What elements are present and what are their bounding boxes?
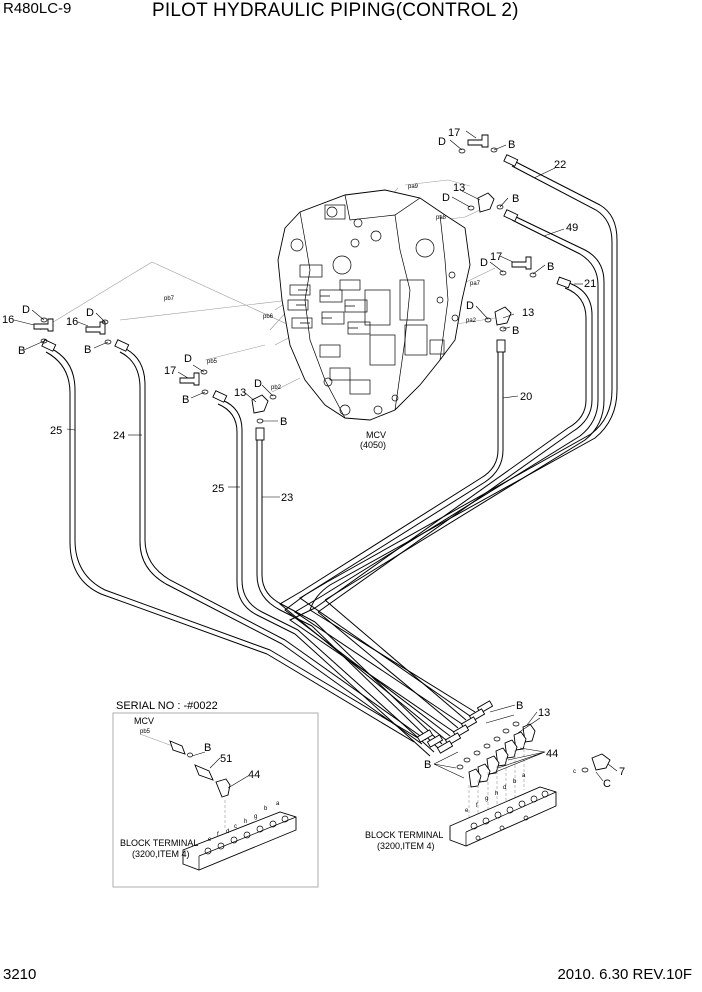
port-letter-c: c bbox=[573, 769, 576, 775]
block-terminal-item: (3200,ITEM 4) bbox=[377, 841, 435, 851]
callout-23: 23 bbox=[281, 492, 293, 504]
port-label-pa8: pa8 bbox=[436, 215, 447, 221]
drop-lines bbox=[468, 744, 525, 830]
block-terminal-label: BLOCK TERMINAL bbox=[365, 830, 443, 840]
callout-13-top: 13 bbox=[453, 182, 465, 194]
letter-b-16-mid: B bbox=[84, 344, 91, 356]
port-label-pb5: pb5 bbox=[207, 359, 218, 365]
port-letter-b: b bbox=[513, 779, 517, 785]
callout-44-bottom: 44 bbox=[546, 748, 558, 760]
upper-hose-ends bbox=[41, 154, 572, 441]
letter-b-16-left: B bbox=[18, 345, 25, 357]
letter-b-13-left: B bbox=[280, 416, 287, 428]
inset-port-g: g bbox=[254, 814, 257, 820]
letter-c-7: C bbox=[603, 778, 611, 790]
callout-22: 22 bbox=[554, 159, 566, 171]
revision-date: 2010. 6.30 REV.10F bbox=[557, 966, 692, 983]
inset-port-a: a bbox=[276, 801, 280, 807]
letter-d-17-right: D bbox=[480, 257, 488, 269]
callout-leaders bbox=[13, 130, 618, 782]
inset-port-f: f bbox=[217, 832, 219, 838]
callout-17-right: 17 bbox=[490, 251, 502, 263]
page-title: PILOT HYDRAULIC PIPING(CONTROL 2) bbox=[152, 0, 519, 21]
letter-b-17-top: B bbox=[508, 139, 515, 151]
callout-13-right: 13 bbox=[522, 307, 534, 319]
port-label-pb2: pb2 bbox=[271, 385, 282, 391]
inset-port-label: pb5 bbox=[140, 729, 151, 735]
callout-17-left: 17 bbox=[164, 365, 176, 377]
callout-25-right: 25 bbox=[212, 483, 224, 495]
letter-b-bottom-top: B bbox=[516, 700, 523, 712]
port-letter-d: d bbox=[503, 785, 506, 791]
port-label-pb6: pb6 bbox=[263, 314, 274, 320]
port-label-pa9: pa9 bbox=[408, 184, 419, 190]
inset-port-h: h bbox=[244, 819, 247, 825]
hose-bundle bbox=[45, 159, 618, 757]
inset-letter-b: B bbox=[204, 742, 211, 754]
letter-d-17-left: D bbox=[184, 353, 192, 365]
port-label-pb7: pb7 bbox=[164, 296, 175, 302]
port-letter-f: f bbox=[476, 803, 478, 809]
callout-17-top: 17 bbox=[448, 127, 460, 139]
fittings bbox=[33, 134, 611, 788]
mcv-valve-body bbox=[277, 189, 471, 421]
port-label-pa7: pa7 bbox=[470, 281, 481, 287]
inset-port-e: e bbox=[208, 837, 212, 843]
letter-d-16-mid: D bbox=[86, 307, 94, 319]
letter-d-13-top: D bbox=[442, 192, 450, 204]
inset-mcv-label: MCV bbox=[134, 716, 154, 726]
serial-number: SERIAL NO : -#0022 bbox=[116, 700, 218, 712]
letter-d-17-top: D bbox=[438, 136, 446, 148]
letter-b-17-right: B bbox=[547, 261, 554, 273]
callout-25-left: 25 bbox=[50, 425, 62, 437]
mcv-label: MCV bbox=[366, 430, 386, 440]
inset-parts bbox=[139, 733, 297, 871]
callout-16-left: 16 bbox=[2, 314, 14, 326]
letter-d-13-left: D bbox=[254, 378, 262, 390]
callout-24: 24 bbox=[113, 430, 125, 442]
letter-d-13-right: D bbox=[466, 300, 474, 312]
port-letter-a: a bbox=[522, 773, 526, 779]
block-terminal bbox=[449, 786, 557, 847]
port-letter-g: g bbox=[485, 796, 488, 802]
port-label-pa2: pa2 bbox=[466, 318, 477, 324]
callout-21: 21 bbox=[584, 278, 596, 290]
letter-b-17-left: B bbox=[182, 394, 189, 406]
callout-16-mid: 16 bbox=[66, 316, 78, 328]
hose-end-fittings bbox=[416, 700, 494, 754]
letter-b-13-top: B bbox=[512, 193, 519, 205]
port-letter-e: e bbox=[465, 808, 469, 814]
inset-callout-51: 51 bbox=[220, 753, 232, 765]
callout-13-left: 13 bbox=[234, 387, 246, 399]
callout-7: 7 bbox=[619, 766, 625, 778]
letter-b-bottom-left: B bbox=[424, 759, 431, 771]
inset-block-label: BLOCK TERMINAL bbox=[120, 838, 198, 848]
inset-block-item: (3200,ITEM 4) bbox=[132, 849, 190, 859]
serial-inset-frame bbox=[112, 712, 319, 888]
inset-port-c: c bbox=[234, 824, 237, 830]
page-number: 3210 bbox=[3, 966, 37, 983]
inset-callout-44: 44 bbox=[248, 769, 260, 781]
mcv-code: (4050) bbox=[360, 440, 386, 450]
callout-20: 20 bbox=[520, 391, 532, 403]
callout-49: 49 bbox=[566, 222, 578, 234]
inset-port-d: d bbox=[226, 829, 229, 835]
letter-d-16-left: D bbox=[22, 304, 30, 316]
inset-port-b: b bbox=[264, 806, 268, 812]
model-name: R480LC-9 bbox=[3, 0, 72, 17]
callout-13-bottom: 13 bbox=[538, 707, 550, 719]
letter-b-13-right: B bbox=[512, 325, 519, 337]
port-letter-h: h bbox=[495, 791, 498, 797]
